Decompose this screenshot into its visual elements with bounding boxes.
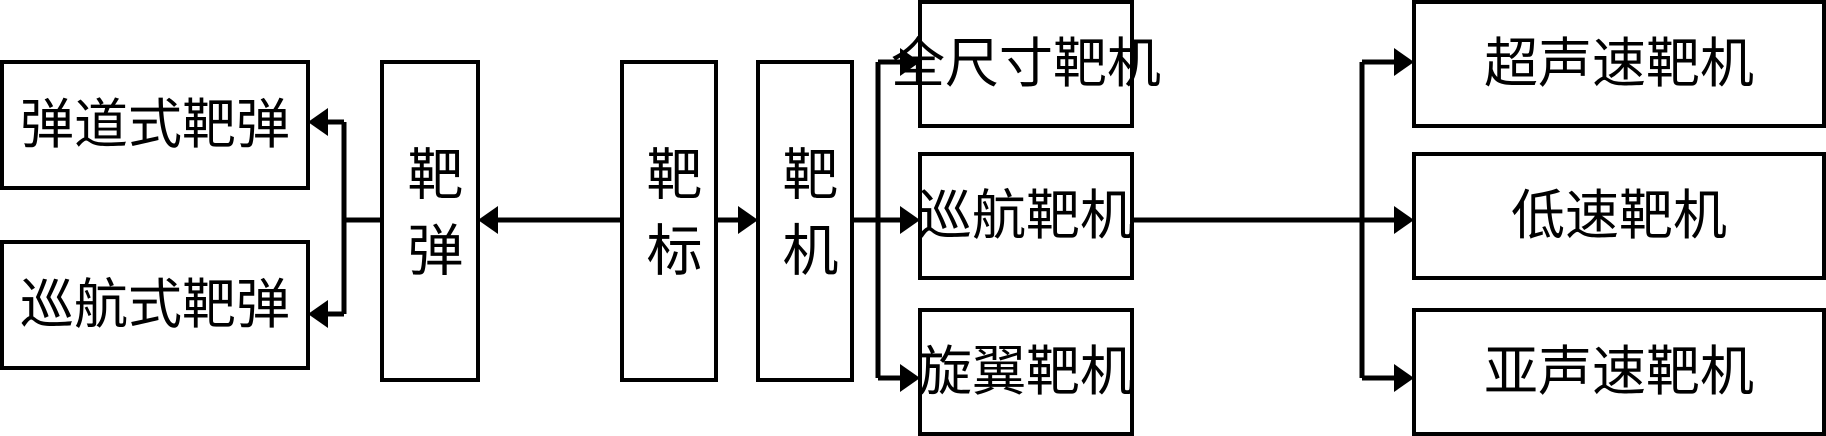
node-label: 旋翼靶机: [918, 340, 1134, 403]
arrowhead-lowspeed: [1394, 206, 1414, 234]
arrowhead-supersonic: [1394, 48, 1414, 76]
arrowhead-ballistic-missile: [308, 108, 328, 136]
node-label: 低速靶机: [1511, 184, 1727, 247]
node-target-root: 靶标: [620, 60, 718, 382]
node-label: 亚声速靶机: [1484, 340, 1754, 403]
arrowhead-subsonic: [1394, 364, 1414, 392]
arrowhead-cruise-drone: [900, 206, 920, 234]
node-label: 巡航式靶弹: [20, 273, 290, 336]
node-cruise-target-missile: 巡航式靶弹: [0, 240, 310, 370]
node-label: 靶标: [637, 145, 702, 297]
node-label: 巡航靶机: [918, 184, 1134, 247]
arrowhead-rotor-drone: [900, 364, 920, 392]
node-supersonic-drone: 超声速靶机: [1412, 0, 1826, 128]
node-label: 靶机: [773, 145, 838, 297]
node-target-missile: 靶弹: [380, 60, 480, 382]
node-label: 全尺寸靶机: [891, 32, 1161, 95]
arrowhead-target-missile: [478, 206, 498, 234]
node-subsonic-drone: 亚声速靶机: [1412, 308, 1826, 436]
node-label: 超声速靶机: [1484, 32, 1754, 95]
node-label: 靶弹: [398, 145, 463, 297]
node-rotor-drone: 旋翼靶机: [918, 308, 1134, 436]
arrowhead-target-drone: [738, 206, 758, 234]
node-ballistic-target-missile: 弹道式靶弹: [0, 60, 310, 190]
arrowhead-cruise-missile: [308, 300, 328, 328]
node-fullscale-drone: 全尺寸靶机: [891, 0, 1161, 128]
arrowhead-fullscale-drone: [900, 48, 920, 76]
node-cruise-drone: 巡航靶机: [918, 152, 1134, 280]
node-target-drone: 靶机: [756, 60, 854, 382]
node-lowspeed-drone: 低速靶机: [1412, 152, 1826, 280]
node-label: 弹道式靶弹: [20, 93, 290, 156]
